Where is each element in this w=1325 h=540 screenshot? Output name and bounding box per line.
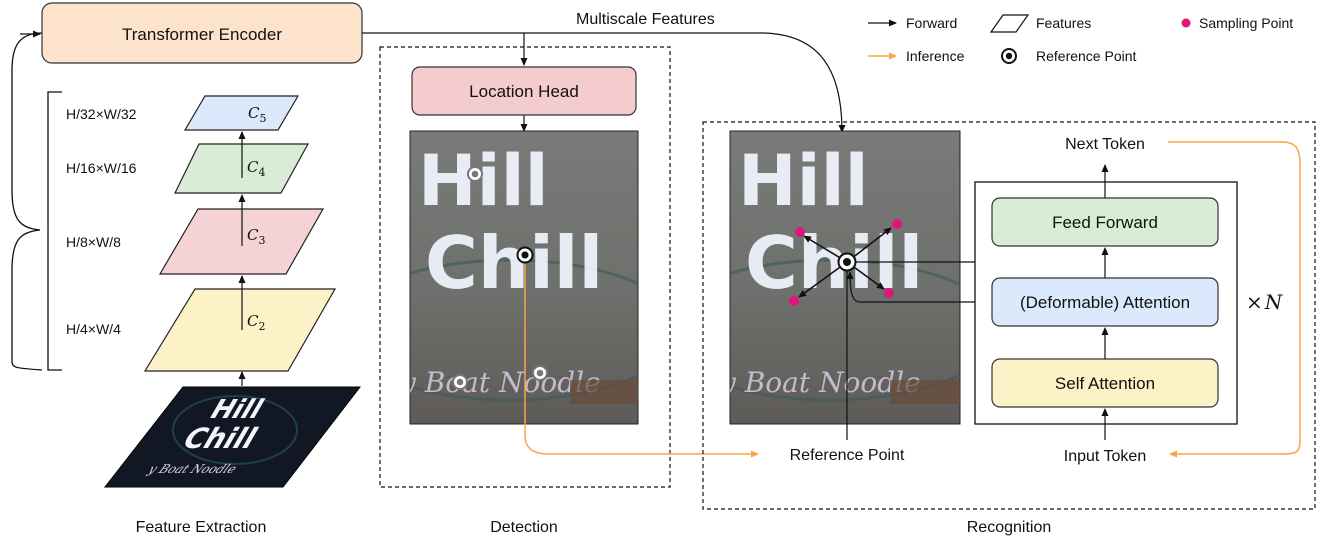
res-label-c5: H/32×W/32 [66, 106, 137, 122]
res-label-c4: H/16×W/16 [66, 160, 137, 176]
self-attention-label: Self Attention [1055, 374, 1155, 393]
recognition-image-sign [890, 380, 960, 404]
recognition-image-text-boat: y Boat Noodle [718, 366, 921, 399]
deformable-attention-label: (Deformable) Attention [1020, 293, 1190, 312]
c5-label: C5 [248, 104, 266, 125]
legend-inference-label: Inference [906, 48, 965, 64]
detection-caption: Detection [490, 519, 558, 536]
multiscale-features-label: Multiscale Features [576, 11, 715, 28]
offset-arrow-3 [798, 261, 848, 298]
input-image-frame [103, 386, 362, 488]
detection-ref-point-2 [516, 246, 534, 264]
inference-arrow-to-reference [524, 264, 759, 458]
feature-map-c5 [183, 95, 300, 131]
recognition-reference-point [837, 252, 857, 272]
recognition-image-text-chill: Chill [745, 221, 923, 305]
detection-image-ring [410, 258, 638, 402]
input-image-text-boat: y Boat Noodle [144, 463, 239, 477]
input-image: Hill Chill y Boat Noodle [103, 386, 362, 488]
res-label-c2: H/4×W/4 [66, 321, 121, 337]
feature-map-c2 [143, 288, 337, 372]
legend-features-label: Features [1036, 15, 1091, 31]
legend-reference-point-label: Reference Point [1036, 48, 1137, 64]
encoder-block: Transformer Encoder [41, 2, 363, 64]
recognition-section-border [702, 121, 1316, 510]
next-token-label: Next Token [1065, 136, 1145, 153]
repeat-n-label: ×N [1246, 290, 1284, 314]
c3-label: C3 [247, 226, 265, 247]
c2-label: C2 [247, 312, 265, 333]
detection-image: Hill Chill y Boat Noodle [398, 130, 639, 425]
detection-ref-point-3 [452, 374, 468, 390]
sampling-point-4 [884, 288, 894, 298]
recognition-caption: Recognition [967, 519, 1052, 536]
legend-forward-label: Forward [906, 15, 957, 31]
recognition-image: Hill Chill y Boat Noodle [718, 130, 961, 425]
detection-image-text-chill: Chill [425, 221, 603, 305]
legend-features-icon [989, 14, 1030, 33]
detection-ref-point-1 [467, 166, 483, 182]
c4-label: C4 [247, 158, 265, 179]
autoregressive-loop-arrow [1168, 141, 1301, 458]
detection-image-text-boat: y Boat Noodle [398, 366, 601, 399]
multiscale-to-recognition-arrow [362, 32, 846, 133]
detection-image-text-hill: Hill [418, 140, 549, 222]
pyramid-bracket [47, 91, 62, 371]
feature-extraction-caption: Feature Extraction [136, 519, 267, 536]
detection-section-border [379, 46, 671, 488]
legend: Forward Features Sampling Point Inferenc… [868, 14, 1293, 64]
encoder-brace [11, 32, 43, 371]
detection-image-sign [570, 380, 638, 404]
recognition-image-ring [730, 258, 960, 402]
reference-point-label: Reference Point [790, 447, 905, 464]
input-token-label: Input Token [1064, 448, 1146, 465]
feed-forward-label: Feed Forward [1052, 213, 1158, 232]
legend-sampling-point-icon [1181, 18, 1191, 28]
detection-image-frame [409, 130, 639, 425]
res-label-c3: H/8×W/8 [66, 234, 121, 250]
transformer-encoder-label: Transformer Encoder [122, 25, 282, 44]
detection-ref-point-4 [532, 365, 548, 381]
attention-to-ref-arrow [846, 271, 990, 303]
recognition-image-text-hill: Hill [738, 140, 869, 222]
sampling-point-3 [789, 296, 799, 306]
legend-sampling-point-label: Sampling Point [1199, 15, 1293, 31]
sampling-point-2 [892, 219, 902, 229]
input-image-ring [172, 395, 298, 465]
sampling-point-1 [795, 227, 805, 237]
location-head-label: Location Head [469, 82, 579, 101]
recognition-image-frame [729, 130, 961, 425]
